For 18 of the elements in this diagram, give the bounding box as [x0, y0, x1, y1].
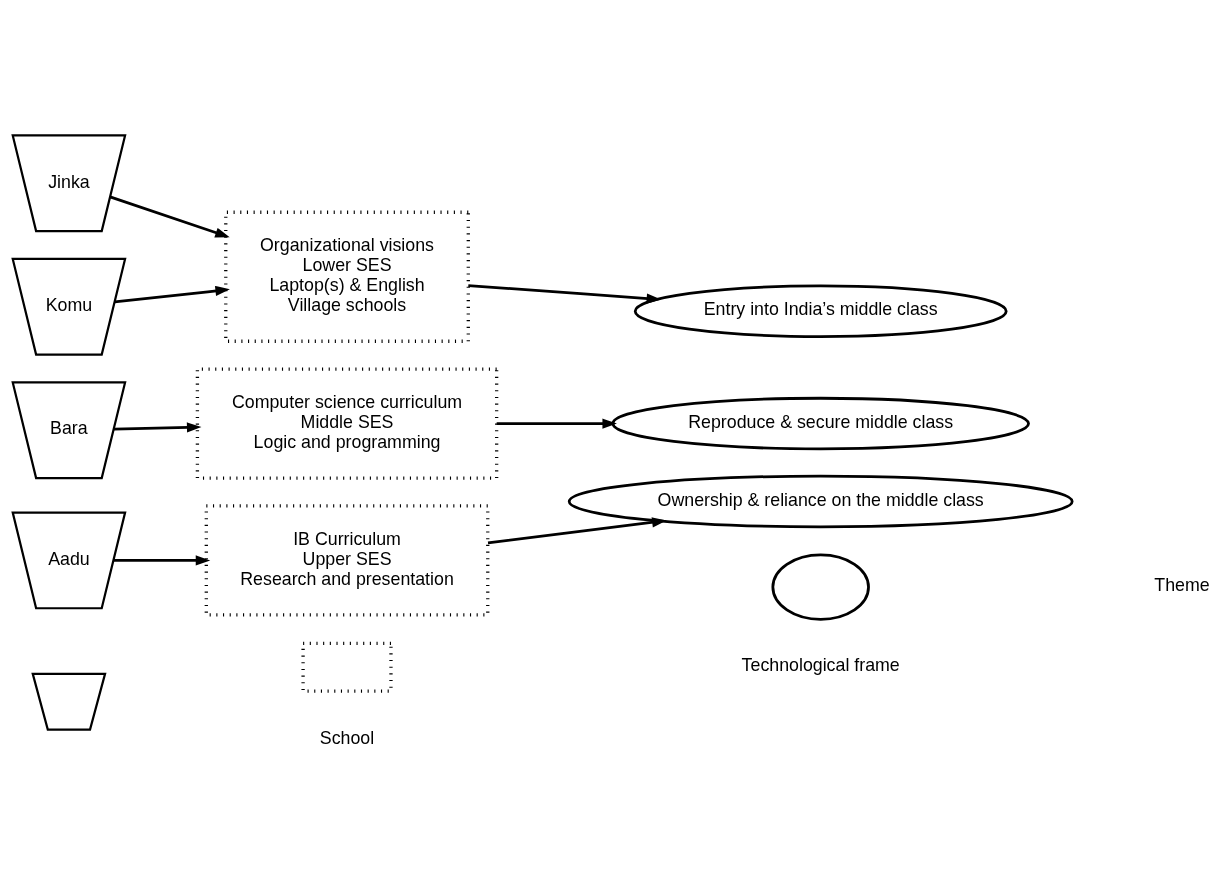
arrow: [114, 285, 230, 303]
node-ellipse: Reproduce & secure middle class: [611, 396, 1030, 450]
arrow: [109, 195, 230, 237]
arrow: [468, 283, 662, 304]
node-box: IB Curriculum Upper SES Research and presentation: [204, 503, 490, 617]
node-box: [301, 641, 393, 693]
arrow: [496, 418, 617, 429]
legend-label: School: [319, 727, 375, 748]
node-box: Organizational visions Lower SES Laptop(s) & English Village schools: [224, 210, 470, 343]
node-trapezium: [31, 672, 107, 731]
arrow: [487, 516, 667, 544]
node-ellipse: Entry into India’s middle class: [633, 284, 1008, 338]
node-box: Computer science curriculum Middle SES Logic and programming: [195, 366, 499, 480]
legend-label: Technological frame: [741, 654, 900, 675]
legend-label: Theme: [1154, 574, 1210, 595]
arrow: [113, 421, 202, 432]
node-ellipse: [771, 552, 870, 621]
arrow: [113, 554, 211, 565]
